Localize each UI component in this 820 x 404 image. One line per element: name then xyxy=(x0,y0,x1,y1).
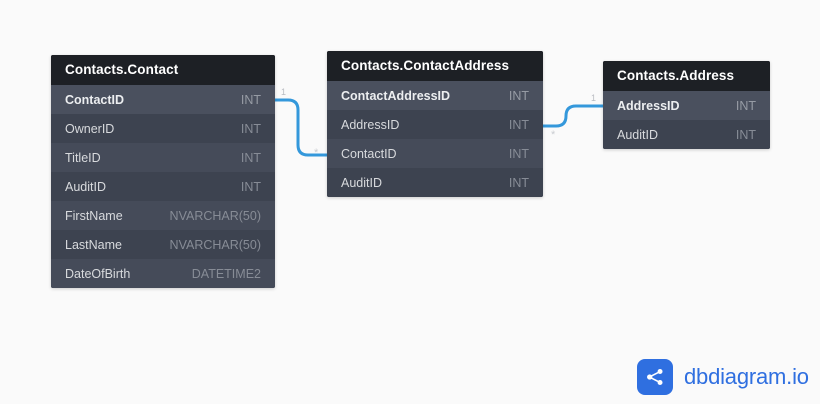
field-name: ContactAddressID xyxy=(341,88,451,103)
field-name: ContactID xyxy=(65,92,125,107)
field-name: OwnerID xyxy=(65,121,115,136)
table-row[interactable]: ContactID INT xyxy=(327,139,543,168)
field-name: AddressID xyxy=(617,98,680,113)
field-type: INT xyxy=(735,127,756,142)
relationship-line-contactaddress-to-address[interactable] xyxy=(541,104,605,128)
table-row[interactable]: ContactID INT xyxy=(51,85,275,114)
field-type: INT xyxy=(240,121,261,136)
field-name: TitleID xyxy=(65,150,101,165)
field-name: AddressID xyxy=(341,117,400,132)
field-type: INT xyxy=(240,179,261,194)
field-type: NVARCHAR(50) xyxy=(169,237,261,252)
field-type: INT xyxy=(240,150,261,165)
field-name: ContactID xyxy=(341,146,397,161)
field-type: NVARCHAR(50) xyxy=(169,208,261,223)
table-row[interactable]: AuditID INT xyxy=(603,120,770,149)
field-type: INT xyxy=(240,92,261,107)
share-nodes-icon xyxy=(637,359,673,395)
table-row[interactable]: AuditID INT xyxy=(51,172,275,201)
cardinality-label-to: 1 xyxy=(591,93,597,103)
field-type: INT xyxy=(735,98,756,113)
table-row[interactable]: AuditID INT xyxy=(327,168,543,197)
field-type: INT xyxy=(508,175,529,190)
field-name: FirstName xyxy=(65,208,123,223)
table-title-contactaddress: Contacts.ContactAddress xyxy=(327,51,543,81)
table-title-contact: Contacts.Contact xyxy=(51,55,275,85)
table-row[interactable]: FirstName NVARCHAR(50) xyxy=(51,201,275,230)
table-row[interactable]: AddressID INT xyxy=(603,91,770,120)
field-name: AuditID xyxy=(617,127,658,142)
table-title-address: Contacts.Address xyxy=(603,61,770,91)
brand-logo[interactable]: dbdiagram.io xyxy=(637,359,809,395)
table-row[interactable]: DateOfBirth DATETIME2 xyxy=(51,259,275,288)
table-row[interactable]: TitleID INT xyxy=(51,143,275,172)
table-row[interactable]: AddressID INT xyxy=(327,110,543,139)
field-name: AuditID xyxy=(341,175,382,190)
cardinality-label-to: * xyxy=(314,147,319,159)
cardinality-label-from: * xyxy=(551,129,556,141)
field-type: INT xyxy=(508,88,529,103)
field-type: DATETIME2 xyxy=(191,266,261,281)
table-row[interactable]: OwnerID INT xyxy=(51,114,275,143)
field-name: DateOfBirth xyxy=(65,266,131,281)
field-type: INT xyxy=(508,146,529,161)
table-row[interactable]: LastName NVARCHAR(50) xyxy=(51,230,275,259)
field-type: INT xyxy=(508,117,529,132)
cardinality-label-from: 1 xyxy=(281,87,287,97)
field-name: AuditID xyxy=(65,179,106,194)
brand-name: dbdiagram.io xyxy=(684,364,809,389)
relationship-line-contact-to-contactaddress[interactable] xyxy=(273,98,329,157)
table-row[interactable]: ContactAddressID INT xyxy=(327,81,543,110)
field-name: LastName xyxy=(65,237,122,252)
